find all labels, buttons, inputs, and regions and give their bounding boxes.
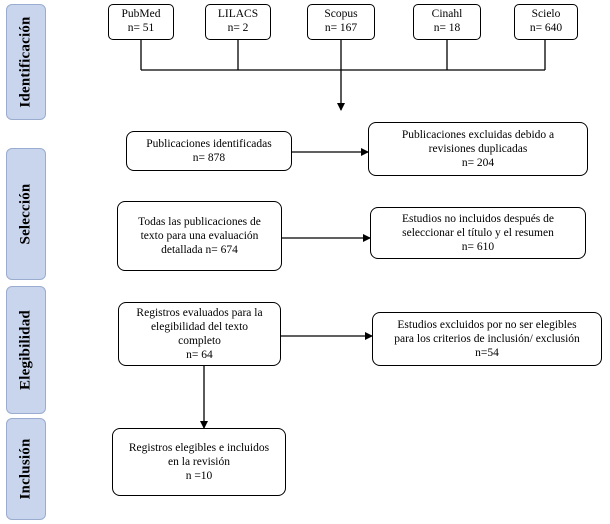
assessed-records-box: Registros evaluados para la elegibilidad…: [118, 302, 281, 366]
box-line: detallada n= 674: [161, 244, 238, 256]
box-line: Publicaciones identificadas: [146, 138, 272, 150]
stage-inclusion: Inclusión: [6, 418, 46, 520]
source-count: n= 640: [529, 22, 563, 34]
box-line: completo: [178, 335, 221, 347]
source-scopus: Scopus n= 167: [307, 4, 375, 40]
included-records-box: Registros elegibles e incluidos en la re…: [112, 428, 286, 496]
excluded-studies-box: Estudios excluidos por no ser elegibles …: [372, 312, 602, 366]
source-count: n= 2: [227, 22, 249, 34]
source-name: Scielo: [531, 8, 561, 20]
source-count: n= 51: [127, 22, 155, 34]
source-count: n= 18: [433, 22, 461, 34]
box-line: n= 610: [461, 241, 495, 253]
stage-identificacion: Identificación: [6, 4, 46, 120]
source-name: PubMed: [121, 8, 161, 20]
source-scielo: Scielo n= 640: [514, 4, 578, 40]
source-pubmed: PubMed n= 51: [108, 4, 174, 40]
not-included-box: Estudios no incluidos después de selecci…: [370, 207, 586, 259]
source-count: n= 167: [324, 22, 358, 34]
source-cinahl: Cinahl n= 18: [413, 4, 481, 40]
source-name: Scopus: [324, 8, 358, 20]
source-name: Cinahl: [431, 8, 463, 20]
box-line: n= 204: [461, 157, 495, 169]
box-line: Registros elegibles e incluidos: [128, 442, 270, 454]
box-line: Estudios no incluidos después de: [401, 213, 555, 225]
box-line: texto para una evaluación: [140, 230, 259, 242]
box-line: Publicaciones excluidas debido a: [401, 129, 555, 141]
box-line: Todas las publicaciones de: [138, 216, 261, 228]
box-line: n =10: [185, 470, 213, 482]
box-line: seleccionar el título y el resumen: [402, 227, 554, 239]
stage-seleccion: Selección: [6, 148, 46, 280]
source-lilacs: LILACS n= 2: [205, 4, 271, 40]
duplicates-excluded-box: Publicaciones excluidas debido a revisio…: [368, 122, 588, 176]
box-line: n= 64: [186, 349, 213, 361]
box-line: Estudios excluidos por no ser elegibles: [397, 319, 577, 331]
box-line: en la revisión: [168, 456, 230, 468]
box-line: elegibilidad del texto: [150, 321, 249, 333]
box-line: revisiones duplicadas: [428, 143, 528, 155]
box-line: para los criterios de inclusión/ exclusi…: [394, 333, 580, 345]
box-line: n=54: [475, 347, 499, 359]
stage-elegibilidad: Elegibilidad: [6, 286, 46, 414]
box-line: Registros evaluados para la: [136, 307, 263, 319]
box-line: n= 878: [192, 152, 226, 164]
identified-publications-box: Publicaciones identificadas n= 878: [126, 131, 292, 171]
source-name: LILACS: [217, 8, 259, 20]
fulltext-publications-box: Todas las publicaciones de texto para un…: [117, 201, 282, 271]
